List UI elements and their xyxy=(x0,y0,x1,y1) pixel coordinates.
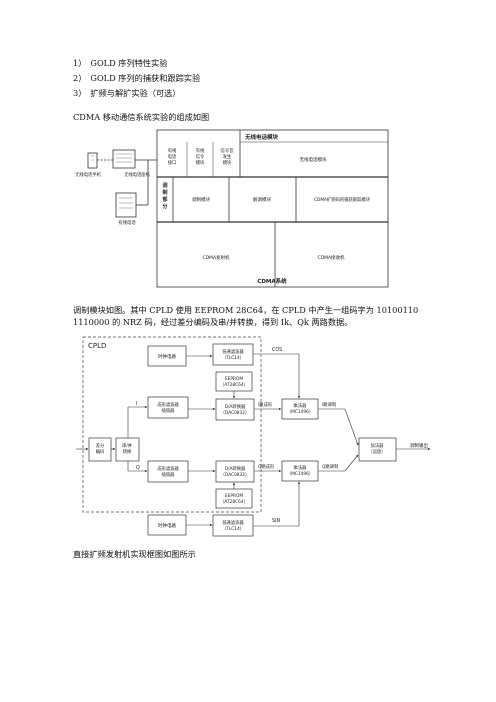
list-text: GOLD 序列的捕获和跟踪实验 xyxy=(90,73,201,83)
list-number: 1） xyxy=(73,58,87,68)
heading-dsss-transmitter: 直接扩频发射机实现框图如图所示 xyxy=(73,549,196,559)
list-number: 2） xyxy=(73,73,87,83)
label-radio-module: 无线电话模块 xyxy=(300,156,327,163)
list-text: 扩频与解扩实验（可选） xyxy=(90,88,181,98)
list-item-2: 2）GOLD 序列的捕获和跟踪实验 xyxy=(73,74,200,82)
label-tx-part: 调制部分 xyxy=(162,182,167,210)
label-signaling-proc: 信号音发生模块 xyxy=(221,147,235,166)
modulation-paragraph: 调制模块如图。其中 CPLD 使用 EEPROM 28C64，在 CPLD 中产… xyxy=(73,305,419,328)
list-item-1: 1）GOLD 序列特性实验 xyxy=(73,59,167,67)
label-demod: 解调模块 xyxy=(253,196,271,203)
heading-cdma-composition: CDMA 移动通信系统实验的组成如图 xyxy=(73,112,210,122)
list-item-3: 3）扩频与解扩实验（可选） xyxy=(73,89,180,97)
list-number: 3） xyxy=(73,88,87,98)
list-text: GOLD 序列特性实验 xyxy=(90,58,168,68)
label-rx-machine: CDMA接收机 xyxy=(317,254,345,261)
label-mic-interface: 有线电话接口 xyxy=(168,147,177,166)
label-wireless-module: 无线电话模块 xyxy=(244,133,279,141)
label-mod: 调制模块 xyxy=(192,196,210,203)
label-phone-left: 无线电话手机 xyxy=(75,171,101,178)
label-phone-bottom: 有线电话 xyxy=(118,219,136,226)
label-sync: CDMA扩频码的捕获跟踪模块 xyxy=(314,196,371,203)
label-tx-machine: CDMA发射机 xyxy=(202,254,230,261)
label-phone-middle: 无线电话座机 xyxy=(124,171,150,178)
label-cdma-system: CDMA系统 xyxy=(257,277,287,285)
label-signal-gen: 有线信令模块 xyxy=(196,147,205,166)
